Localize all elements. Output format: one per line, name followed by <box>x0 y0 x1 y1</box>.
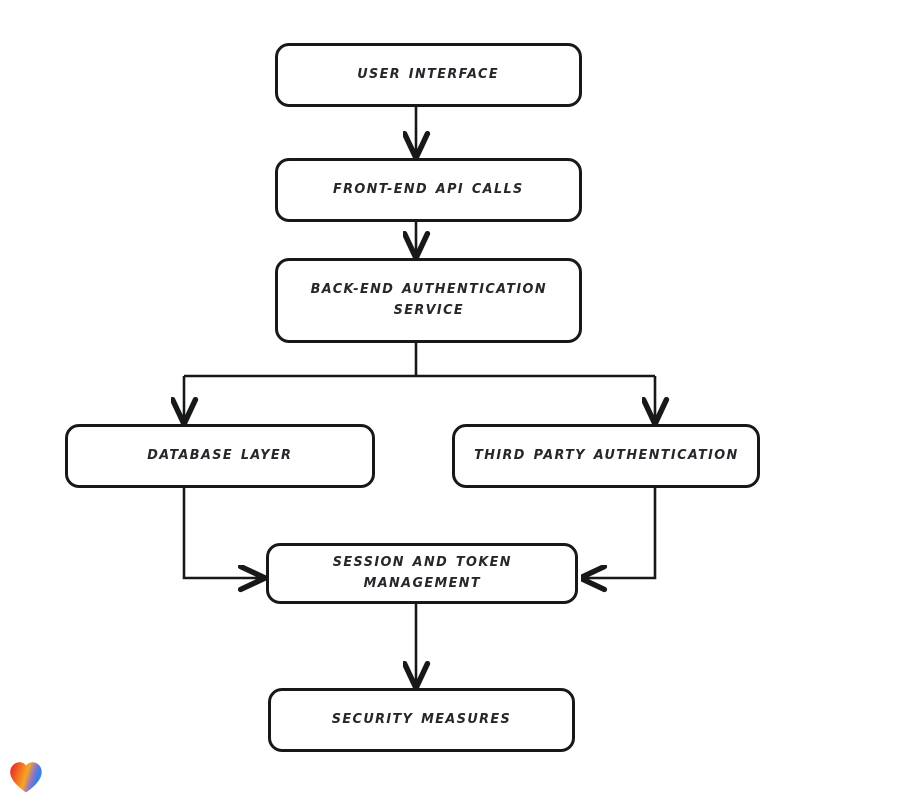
node-label: USER INTERFACE <box>357 66 500 82</box>
node-label: BACK-END AUTHENTICATION SERVICE <box>310 282 547 318</box>
node-front-end-api-calls[interactable]: FRONT-END API CALLS <box>275 158 582 222</box>
node-session-token-management[interactable]: SESSION AND TOKEN MANAGEMENT <box>266 543 578 604</box>
node-security-measures[interactable]: SECURITY MEASURES <box>268 688 575 752</box>
node-label: SECURITY MEASURES <box>331 711 512 727</box>
node-label: THIRD PARTY AUTHENTICATION <box>473 447 739 463</box>
node-user-interface[interactable]: USER INTERFACE <box>275 43 582 107</box>
node-label: DATABASE LAYER <box>147 447 293 463</box>
node-database-layer[interactable]: DATABASE LAYER <box>65 424 375 488</box>
edge-thirdparty-to-session <box>582 488 657 578</box>
heart-icon <box>10 762 42 793</box>
node-third-party-auth[interactable]: THIRD PARTY AUTHENTICATION <box>452 424 760 488</box>
node-label: FRONT-END API CALLS <box>333 181 524 197</box>
node-back-end-auth-service[interactable]: BACK-END AUTHENTICATION SERVICE <box>275 258 582 343</box>
edge-database-to-session <box>182 488 263 578</box>
node-label: SESSION AND TOKEN MANAGEMENT <box>332 555 512 591</box>
